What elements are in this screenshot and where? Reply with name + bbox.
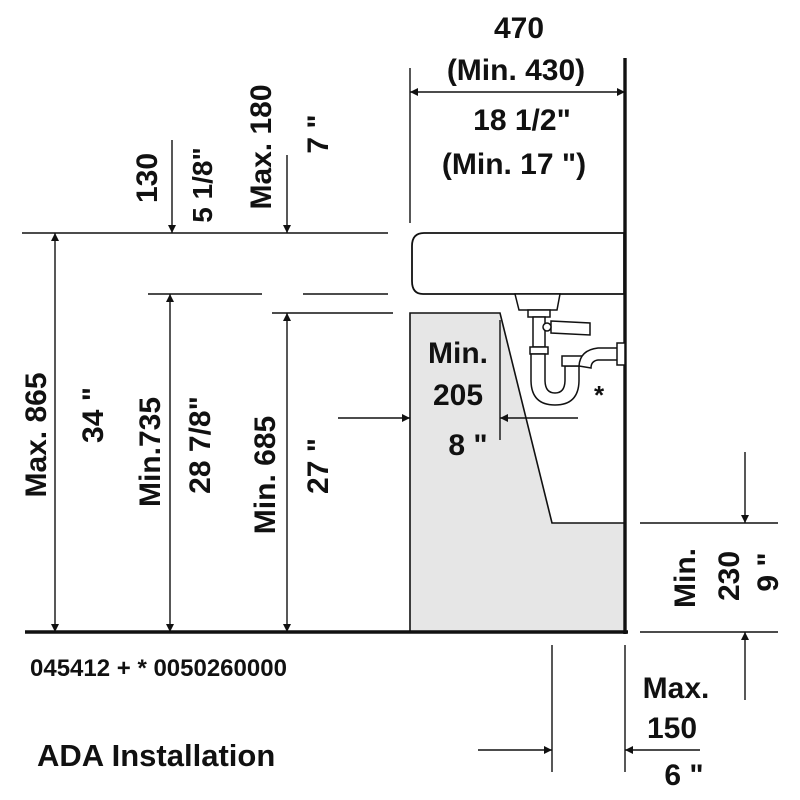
knee-min-label: Min. — [428, 337, 488, 370]
drawing-title: ADA Installation — [37, 738, 275, 773]
rim-inch-label: 5 1/8" — [187, 147, 218, 223]
toe-mm-label: 230 — [713, 551, 746, 601]
width-min-inch-label: (Min. 17 ") — [442, 148, 586, 181]
min-685-label: Min. 685 — [249, 416, 282, 534]
min-685-inch-label: 27 " — [302, 438, 335, 494]
width-mm-label: 470 — [494, 12, 544, 45]
knee-inch-label: 8 " — [448, 429, 487, 462]
min-735-inch-label: 28 7/8" — [184, 396, 217, 494]
toe-inch-label: 9 " — [752, 552, 785, 591]
max-180-inch-label: 7 " — [302, 114, 335, 153]
washbasin — [411, 232, 625, 295]
wall-inch-label: 6 " — [664, 759, 703, 792]
min-735-label: Min.735 — [134, 397, 167, 507]
siphon-trap — [514, 293, 626, 406]
max-865-label: Max. 865 — [20, 372, 53, 497]
article-number: 045412 + * 0050260000 — [30, 655, 287, 682]
toe-min-label: Min. — [669, 548, 702, 608]
width-min-mm-label: (Min. 430) — [447, 54, 585, 87]
max-180-label: Max. 180 — [245, 84, 278, 209]
rim-mm-label: 130 — [131, 153, 164, 203]
wall-max-label: Max. — [643, 672, 710, 705]
wall-mm-label: 150 — [647, 712, 697, 745]
max-865-inch-label: 34 " — [77, 387, 110, 443]
star-mark: * — [594, 380, 605, 410]
width-inch-label: 18 1/2" — [473, 104, 571, 137]
knee-mm-label: 205 — [433, 379, 483, 412]
